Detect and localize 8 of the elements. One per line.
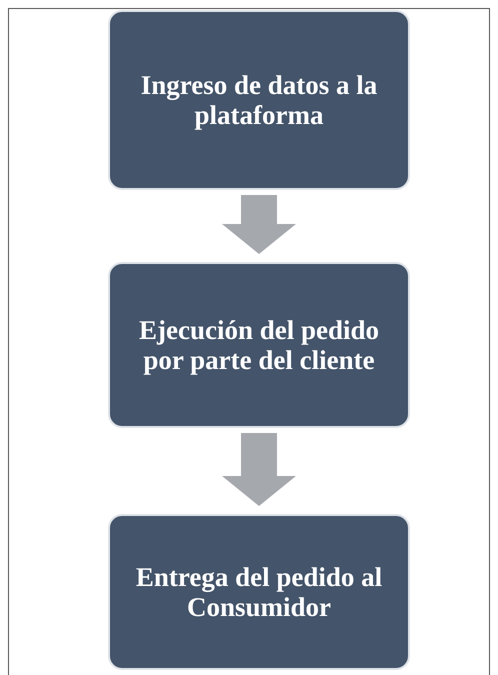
box-label: Ejecución del pedido por parte del cliente xyxy=(138,314,380,376)
block-arrow xyxy=(222,195,296,254)
box-label: Entrega del pedido al Consumidor xyxy=(134,562,384,622)
process-box xyxy=(108,262,410,428)
box-label: Ingreso de datos a la plataforma xyxy=(140,70,378,130)
process-box xyxy=(108,514,410,670)
process-box xyxy=(108,10,410,190)
block-arrow xyxy=(222,433,296,506)
